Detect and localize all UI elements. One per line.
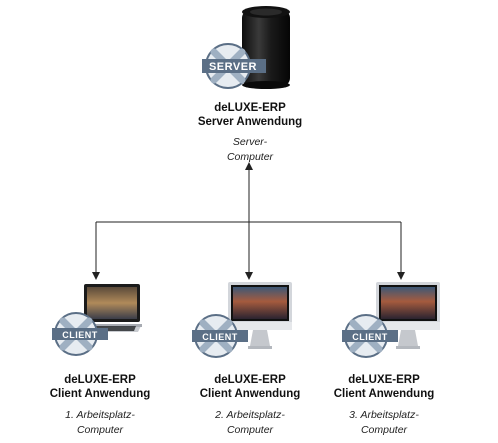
client-3-badge-label: CLIENT [352,332,388,342]
server-badge-icon: SERVER [202,43,266,89]
client-2-role: Client Anwendung [199,388,301,400]
server-badge-label: SERVER [209,61,257,73]
server-role: Server Anwendung [197,116,303,128]
client-1-badge-label: CLIENT [62,330,98,340]
imac-icon [376,282,440,349]
imac-icon [228,282,292,349]
client-3-location-line1: 3. Arbeitsplatz- [349,409,419,421]
client-2-name: deLUXE-ERP [214,374,286,386]
client-1-location-line1: 1. Arbeitsplatz- [65,409,135,421]
server-name: deLUXE-ERP [214,102,286,114]
server-location-line1: Server- [232,136,268,148]
server-location: Server- Computer [190,135,310,165]
client-2-location-line2: Computer [226,424,274,436]
client-3-name: deLUXE-ERP [348,374,420,386]
client-3-badge-icon: CLIENT [342,314,398,358]
client-1-name: deLUXE-ERP [64,374,136,386]
client-2-label: deLUXE-ERP Client Anwendung [180,373,320,401]
server-label: deLUXE-ERP Server Anwendung [180,101,320,129]
client-2-badge-icon: CLIENT [192,314,248,358]
client-3-location: 3. Arbeitsplatz- Computer [319,408,449,438]
client-3-location-line2: Computer [360,424,408,436]
client-1-badge-icon: CLIENT [52,312,108,356]
client-3-role: Client Anwendung [333,388,435,400]
client-3-label: deLUXE-ERP Client Anwendung [314,373,454,401]
client-2-location: 2. Arbeitsplatz- Computer [185,408,315,438]
client-1-label: deLUXE-ERP Client Anwendung [30,373,170,401]
client-1-location: 1. Arbeitsplatz- Computer [35,408,165,438]
client-2-location-line1: 2. Arbeitsplatz- [215,409,285,421]
client-2-badge-label: CLIENT [202,332,238,342]
client-1-location-line2: Computer [76,424,124,436]
client-1-role: Client Anwendung [49,388,151,400]
server-location-line2: Computer [226,151,274,163]
laptop-icon [80,284,142,332]
